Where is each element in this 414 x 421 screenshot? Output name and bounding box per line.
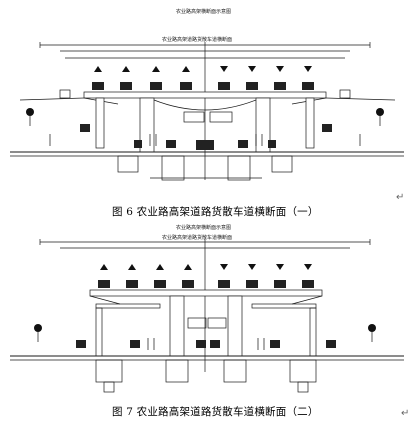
figure-caption: 图 7 农业路高架道路货散车道横断面（二） (112, 406, 319, 418)
cross-section-drawing-2 (10, 239, 404, 393)
figure-6: 农业路高架横断面示意图 农业路高架道路货散车道横断面 (10, 9, 405, 218)
cross-section-drawing-1 (10, 42, 404, 181)
figure-7: 农业路高架横断面示意图 农业路高架道路货散车道横断面 (0, 222, 414, 421)
drawing-subtitle: 农业路高架道路货散车道横断面 (162, 37, 233, 43)
paragraph-mark: ↵ (401, 408, 410, 419)
drawing-subtitle: 农业路高架道路货散车道横断面 (162, 235, 233, 241)
paragraph-mark: ↵ (396, 192, 405, 203)
figure-caption: 图 6 农业路高架道路货散车道横断面（一） (112, 206, 319, 218)
drawing-title: 农业路高架横断面示意图 (176, 225, 232, 231)
drawing-title: 农业路高架横断面示意图 (176, 9, 232, 15)
